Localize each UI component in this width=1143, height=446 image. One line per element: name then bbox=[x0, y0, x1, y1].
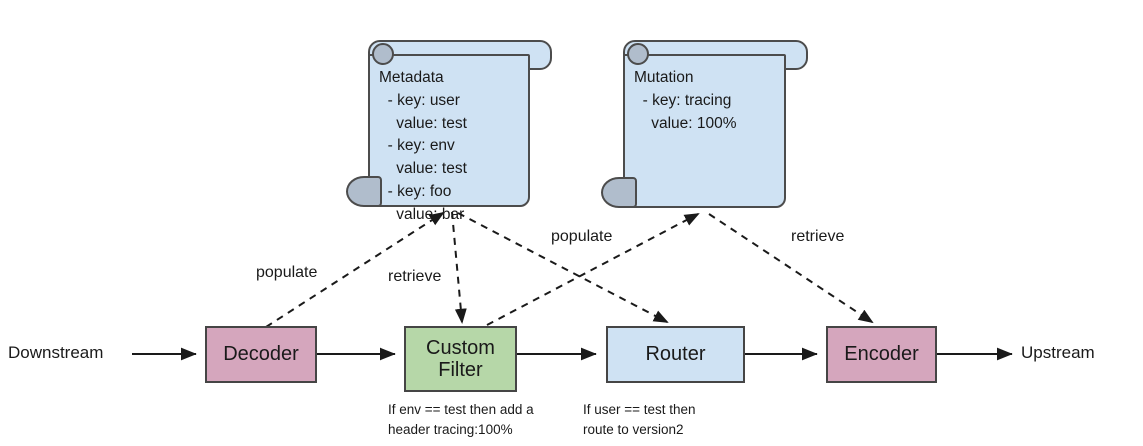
edge-label-retrieve-mutation-encoder: retrieve bbox=[791, 228, 845, 245]
edge-label-populate-decoder-metadata: populate bbox=[256, 264, 318, 281]
caption-router: If user == test then route to version2 bbox=[583, 402, 696, 437]
scroll-metadata-text: Metadata - key: user value: test - key: … bbox=[379, 69, 467, 223]
node-custom-filter-label-line2: Filter bbox=[438, 359, 483, 381]
scroll-mutation-body bbox=[623, 54, 786, 208]
node-router[interactable]: Router bbox=[606, 326, 745, 383]
scroll-metadata-body bbox=[368, 54, 530, 207]
scroll-mutation-top-knob bbox=[627, 43, 649, 65]
node-router-label: Router bbox=[645, 343, 706, 366]
dashed-retrieve-metadata-to-customfilter bbox=[451, 211, 467, 324]
edge-label-retrieve-metadata-customfilter: retrieve bbox=[388, 268, 442, 285]
node-decoder[interactable]: Decoder bbox=[205, 326, 317, 383]
edge-label-populate-customfilter-mutation: populate bbox=[551, 228, 613, 245]
scroll-metadata: Metadata - key: user value: test - key: … bbox=[346, 38, 556, 223]
scroll-mutation-text: Mutation - key: tracing value: 100% bbox=[634, 69, 737, 132]
scroll-metadata-top-knob bbox=[372, 43, 394, 65]
node-custom-filter[interactable]: Custom Filter bbox=[404, 326, 517, 392]
label-downstream: Downstream bbox=[8, 343, 104, 362]
node-custom-filter-label-line1: Custom bbox=[426, 336, 495, 359]
scroll-metadata-bottom-roll bbox=[346, 176, 382, 207]
node-decoder-label: Decoder bbox=[223, 343, 299, 366]
scroll-mutation-bottom-roll bbox=[601, 177, 637, 208]
label-upstream: Upstream bbox=[1021, 343, 1095, 362]
node-encoder-label: Encoder bbox=[844, 343, 919, 366]
scroll-mutation: Mutation - key: tracing value: 100% bbox=[601, 38, 813, 214]
node-encoder[interactable]: Encoder bbox=[826, 326, 937, 383]
caption-custom-filter: If env == test then add a header tracing… bbox=[388, 402, 534, 437]
